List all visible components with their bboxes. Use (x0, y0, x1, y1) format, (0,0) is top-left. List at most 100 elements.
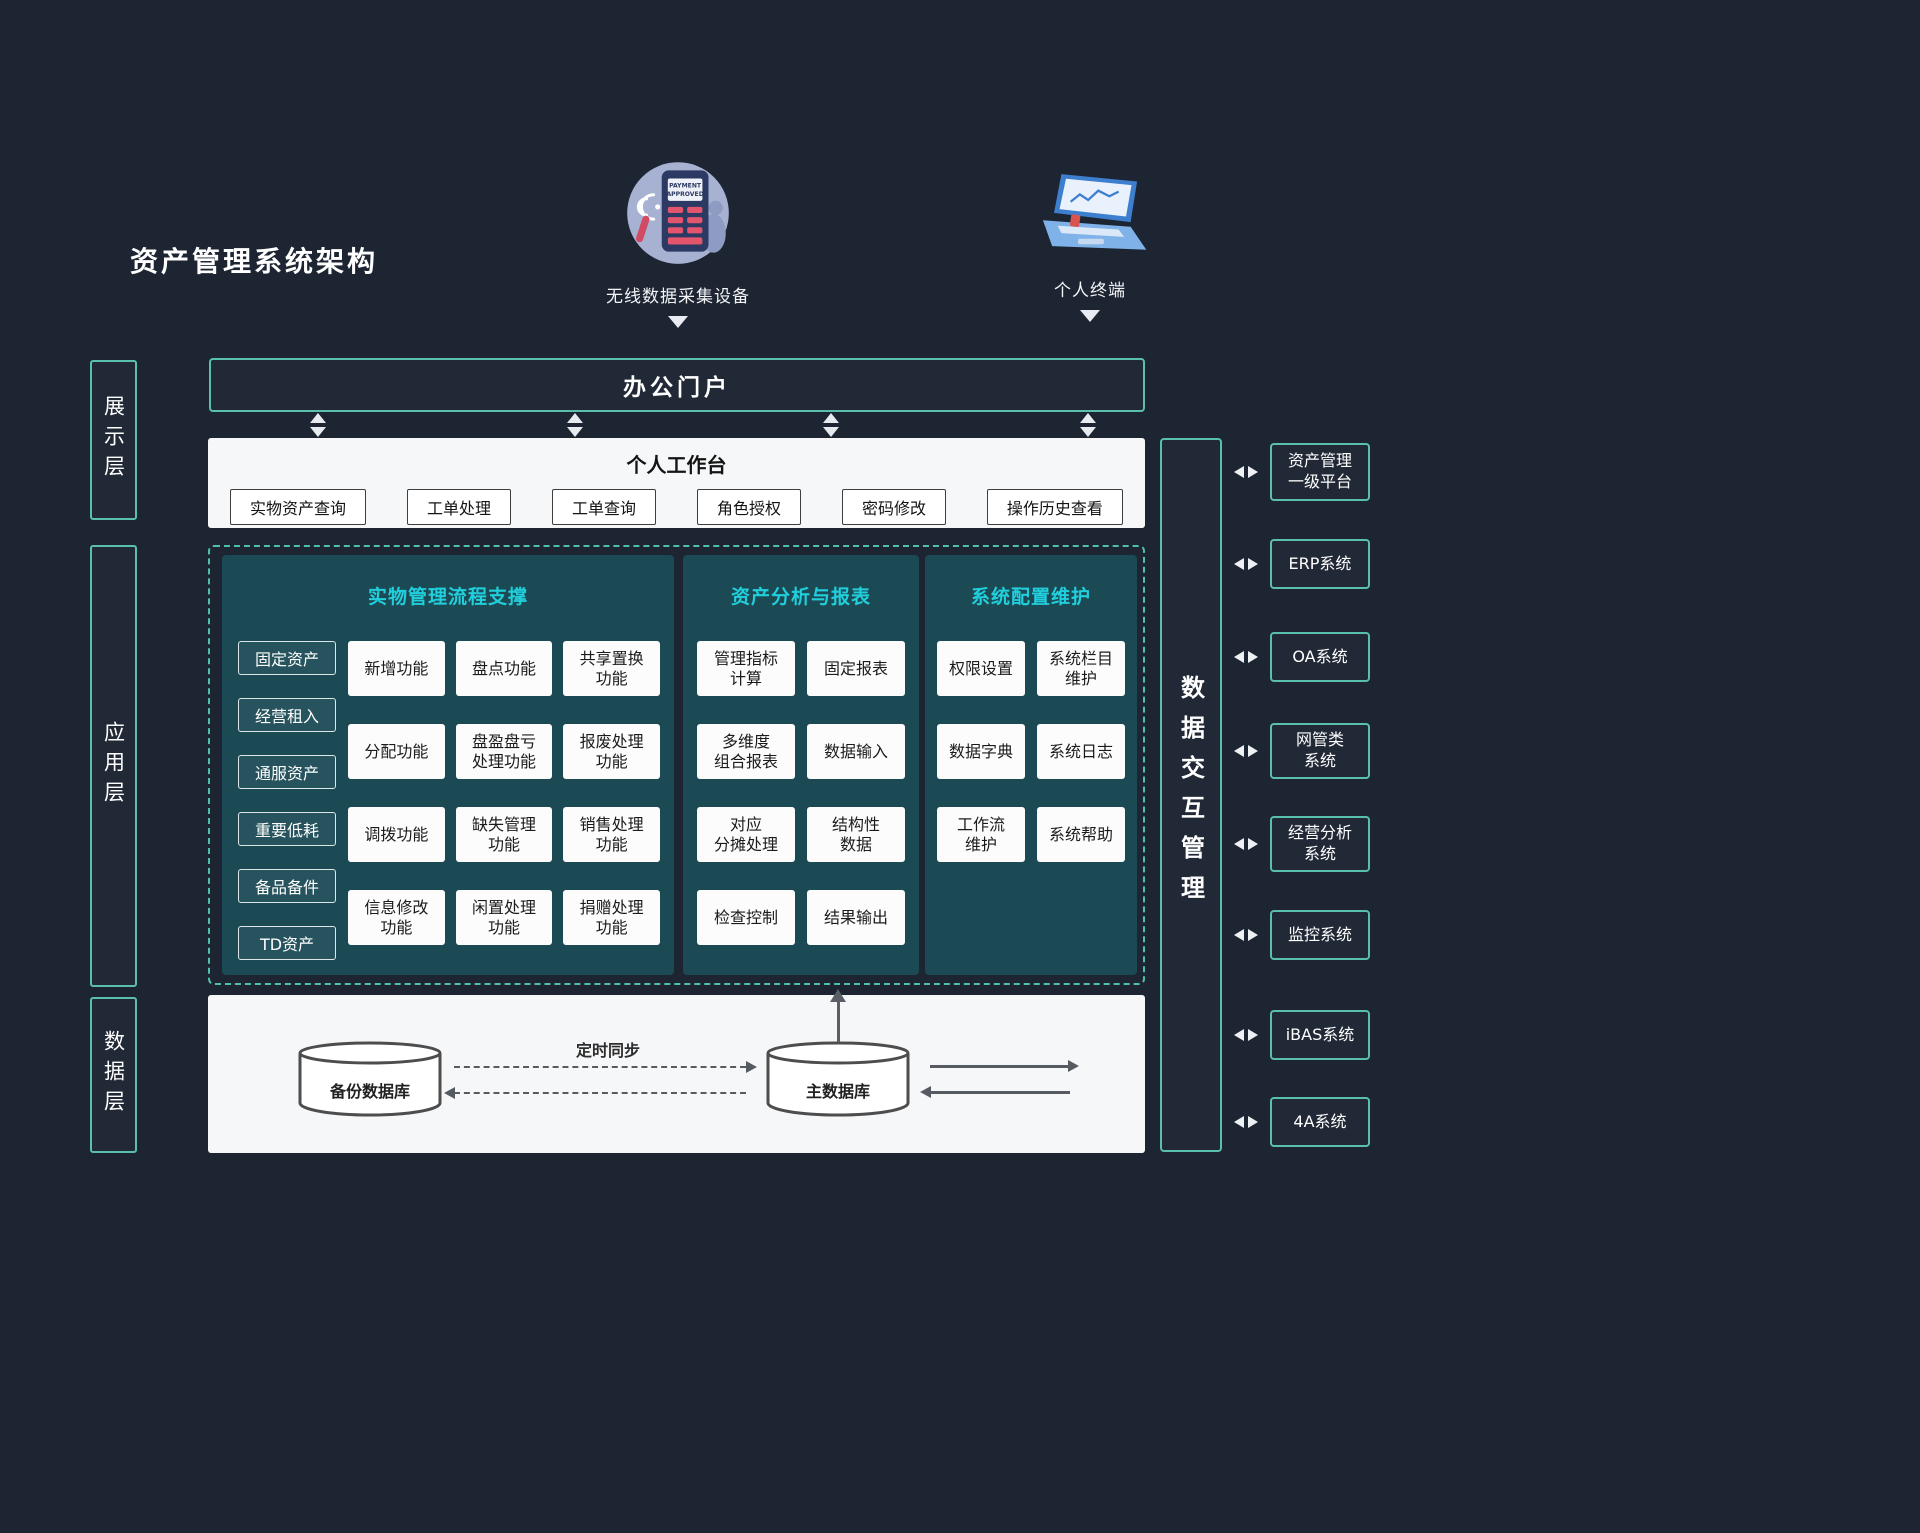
panel-system-config: 系统配置维护 权限设置 系统栏目 维护 数据字典 系统日志 工作流 维护 系统帮… (925, 555, 1137, 975)
left-right-arrows-icon (1234, 558, 1258, 570)
function-box: 结果输出 (807, 890, 905, 945)
external-system-monitoring: 监控系统 (1270, 910, 1370, 960)
layer-label-data: 数据层 (90, 997, 137, 1153)
layer-label-application: 应用层 (90, 545, 137, 987)
function-box: 系统栏目 维护 (1037, 641, 1125, 696)
external-system-4a: 4A系统 (1270, 1097, 1370, 1147)
down-arrow-icon (1080, 310, 1100, 322)
function-box: 管理指标 计算 (697, 641, 795, 696)
external-system-oa: OA系统 (1270, 632, 1370, 682)
pos-device-label: 无线数据采集设备 (606, 287, 750, 307)
page-title: 资产管理系统架构 (130, 245, 379, 278)
function-box: 工作流 维护 (937, 807, 1025, 862)
left-right-arrows-icon (1234, 466, 1258, 478)
terminal-label: 个人终端 (1054, 281, 1126, 301)
function-grid: 新增功能 盘点功能 共享置换 功能 分配功能 盘盈盘亏 处理功能 报废处理 功能… (348, 641, 660, 945)
function-box: 数据字典 (937, 724, 1025, 779)
workbench-item-order-query: 工单查询 (551, 489, 656, 525)
function-box: 捐赠处理 功能 (563, 890, 660, 945)
external-system-ibas: iBAS系统 (1270, 1010, 1370, 1060)
application-layer-container: 实物管理流程支撑 固定资产 经营租入 通服资产 重要低耗 备品备件 TD资产 新… (208, 545, 1145, 985)
data-interaction-bar: 数据交互管理 (1160, 438, 1222, 1152)
workbench-item-password: 密码修改 (841, 489, 946, 525)
database-icon (766, 1041, 910, 1117)
function-box: 报废处理 功能 (563, 724, 660, 779)
laptop-icon (1042, 174, 1147, 250)
asset-category-column: 固定资产 经营租入 通服资产 重要低耗 备品备件 TD资产 (238, 641, 336, 983)
function-box: 共享置换 功能 (563, 641, 660, 696)
panel-title: 实物管理流程支撑 (367, 586, 528, 608)
vertical-double-arrow (567, 413, 583, 437)
function-grid: 管理指标 计算 固定报表 多维度 组合报表 数据输入 对应 分摊处理 结构性 数… (697, 641, 905, 945)
sync-label: 定时同步 (575, 1041, 640, 1060)
left-right-arrows-icon (1234, 745, 1258, 757)
function-box: 结构性 数据 (807, 807, 905, 862)
main-database-cylinder: 主数据库 (764, 1040, 912, 1118)
workbench-item-asset-query: 实物资产查询 (230, 489, 367, 525)
function-box: 对应 分摊处理 (697, 807, 795, 862)
function-box: 检查控制 (697, 890, 795, 945)
function-box: 系统帮助 (1037, 807, 1125, 862)
pos-device-icon: PAYMENT APPROVED (627, 162, 729, 264)
external-system-network-mgmt: 网管类 系统 (1270, 723, 1370, 779)
workbench-items-row: 实物资产查询 工单处理 工单查询 角色授权 密码修改 操作历史查看 (230, 489, 1123, 525)
workbench-title: 个人工作台 (626, 453, 727, 477)
layer-label-display: 展示层 (90, 360, 137, 520)
panel-physical-management: 实物管理流程支撑 固定资产 经营租入 通服资产 重要低耗 备品备件 TD资产 新… (222, 555, 674, 975)
dashed-sync-arrow-right (454, 1066, 746, 1068)
function-box: 闲置处理 功能 (455, 890, 553, 945)
panel-title: 系统配置维护 (970, 586, 1091, 608)
arrowhead-right-icon (746, 1061, 757, 1073)
database-icon (298, 1041, 442, 1117)
external-system-asset-platform: 资产管理 一级平台 (1270, 443, 1370, 501)
arrowhead-left-icon (920, 1086, 931, 1098)
arrowhead-right-icon (1068, 1060, 1079, 1072)
workbench-item-order-handle: 工单处理 (406, 489, 511, 525)
function-box: 调拨功能 (348, 807, 445, 862)
pos-screen-text-1: PAYMENT (669, 183, 702, 190)
vertical-double-arrow (310, 413, 326, 437)
external-system-erp: ERP系统 (1270, 539, 1370, 589)
function-box: 系统日志 (1037, 724, 1125, 779)
external-system-business-analysis: 经营分析 系统 (1270, 816, 1370, 872)
function-box: 盘盈盘亏 处理功能 (455, 724, 553, 779)
function-box: 销售处理 功能 (563, 807, 660, 862)
exchange-arrow-left (930, 1091, 1070, 1094)
category-chip: 备品备件 (238, 869, 336, 903)
workbench-item-history-view: 操作历史查看 (986, 489, 1123, 525)
exchange-arrow-right (930, 1065, 1070, 1068)
db-up-arrow (837, 1002, 840, 1042)
function-box: 新增功能 (348, 641, 445, 696)
panel-asset-analysis: 资产分析与报表 管理指标 计算 固定报表 多维度 组合报表 数据输入 对应 分摊… (683, 555, 919, 975)
function-box: 权限设置 (937, 641, 1025, 696)
personal-terminal-device: 个人终端 (1002, 168, 1178, 322)
left-right-arrows-icon (1234, 1029, 1258, 1041)
pos-screen-text-2: APPROVED (666, 191, 703, 198)
panel-title: 资产分析与报表 (730, 586, 871, 608)
workbench-item-role-auth: 角色授权 (696, 489, 801, 525)
left-right-arrows-icon (1234, 929, 1258, 941)
category-chip: TD资产 (238, 926, 336, 960)
function-box: 盘点功能 (455, 641, 553, 696)
function-box: 多维度 组合报表 (697, 724, 795, 779)
database-label: 主数据库 (805, 1082, 870, 1101)
arrowhead-left-icon (444, 1087, 455, 1099)
function-box: 固定报表 (807, 641, 905, 696)
function-grid: 权限设置 系统栏目 维护 数据字典 系统日志 工作流 维护 系统帮助 (937, 641, 1125, 862)
category-chip: 通服资产 (238, 755, 336, 789)
function-box: 数据输入 (807, 724, 905, 779)
category-chip: 固定资产 (238, 641, 336, 675)
vertical-double-arrow (1080, 413, 1096, 437)
arrowhead-up-icon (830, 989, 846, 1002)
category-chip: 经营租入 (238, 698, 336, 732)
left-right-arrows-icon (1234, 838, 1258, 850)
function-box: 信息修改 功能 (348, 890, 445, 945)
office-portal-banner: 办公门户 (209, 358, 1145, 412)
wireless-collector-device: PAYMENT APPROVED 无线数据采集设备 (578, 150, 778, 328)
left-right-arrows-icon (1234, 1116, 1258, 1128)
category-chip: 重要低耗 (238, 812, 336, 846)
database-label: 备份数据库 (329, 1082, 410, 1101)
down-arrow-icon (668, 316, 688, 328)
backup-database-cylinder: 备份数据库 (296, 1040, 444, 1118)
